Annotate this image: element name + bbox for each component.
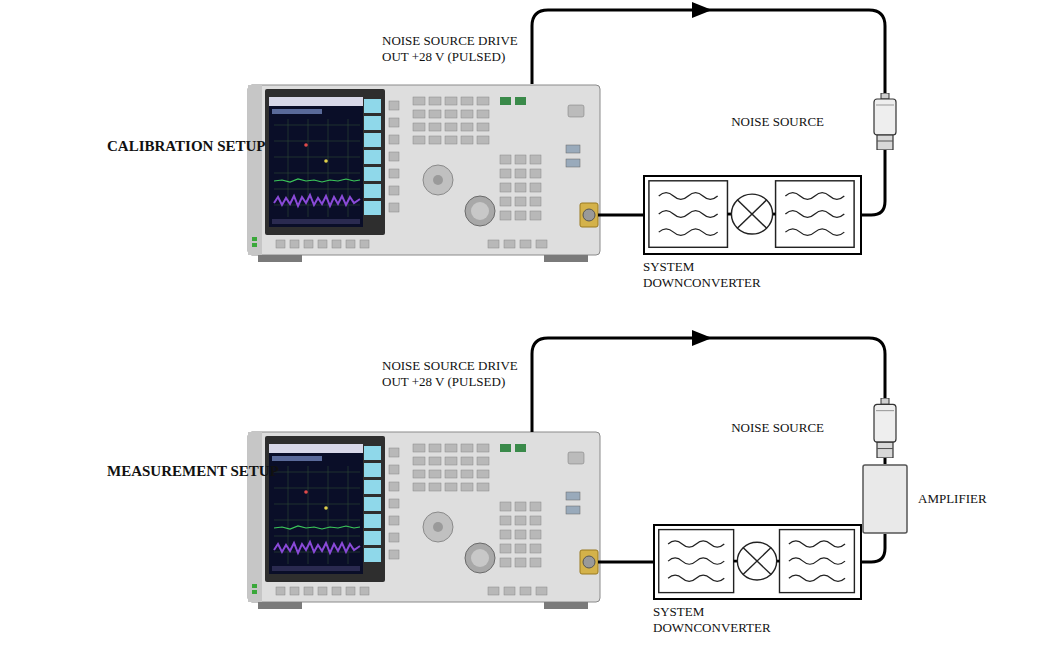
downconverter-box: SYSTEM DOWNCONVERTER <box>653 524 862 600</box>
downconverter-box: SYSTEM DOWNCONVERTER <box>643 175 862 255</box>
noise-source-symbol <box>881 93 889 99</box>
node-label: NOISE SOURCE <box>731 420 824 436</box>
drive-cable <box>532 338 885 432</box>
noise-source-symbol <box>877 442 893 458</box>
mixer-symbol <box>737 200 766 229</box>
downconverter-symbol <box>645 177 860 253</box>
port-label: NOISE SOURCE DRIVE OUT +28 V (PULSED) <box>382 358 522 391</box>
filter-symbol <box>785 193 844 200</box>
signal-analyzer <box>248 85 600 262</box>
noise-source-symbol <box>877 141 893 142</box>
signal-analyzer <box>248 432 600 609</box>
noise-source-symbol <box>872 93 898 150</box>
amplifier-symbol <box>862 464 908 534</box>
rf-cable <box>598 214 644 217</box>
drive-cable <box>532 10 885 93</box>
setup-title: CALIBRATION SETUP <box>107 137 266 156</box>
cable-connector <box>862 534 885 562</box>
filter-symbol <box>779 530 854 593</box>
cable-connector <box>862 150 885 215</box>
node-label: SYSTEM DOWNCONVERTER <box>643 259 783 290</box>
mixer-symbol <box>743 548 771 575</box>
noise-source-symbol <box>872 398 898 458</box>
noise-source-symbol <box>881 398 889 404</box>
mixer-symbol <box>737 542 776 580</box>
filter-symbol <box>659 229 718 236</box>
rf-cable <box>598 561 654 564</box>
noise-source: NOISE SOURCE <box>872 398 898 458</box>
flow-arrow <box>692 330 712 346</box>
node-label: NOISE SOURCE <box>731 114 824 130</box>
noise-source-symbol <box>877 135 893 150</box>
filter-symbol <box>668 541 724 547</box>
node-label: AMPLIFIER <box>918 491 987 507</box>
filter-symbol <box>785 211 844 218</box>
port-label: NOISE SOURCE DRIVE OUT +28 V (PULSED) <box>382 33 522 66</box>
filter-symbol <box>789 558 845 564</box>
mixer-symbol <box>731 194 772 234</box>
drive-cable <box>532 10 885 432</box>
setup-title: MEASUREMENT SETUP <box>107 462 279 481</box>
flow-arrow <box>692 2 712 346</box>
filter-symbol <box>789 575 845 581</box>
amplifier-symbol <box>863 465 907 533</box>
filter-symbol <box>659 211 718 218</box>
downconverter-symbol <box>655 526 860 598</box>
filter-symbol <box>776 181 855 248</box>
cable-connector <box>862 534 885 562</box>
flow-arrow <box>692 2 712 18</box>
filter-symbol <box>649 181 728 248</box>
filter-symbol <box>785 229 844 236</box>
filter-symbol <box>659 193 718 200</box>
cable-connector <box>885 458 886 464</box>
noise-source-symbol <box>874 404 896 442</box>
cable-connector <box>862 150 885 215</box>
amplifier: AMPLIFIER <box>862 464 908 534</box>
filter-symbol <box>668 558 724 564</box>
filter-symbol <box>789 541 845 547</box>
noise-source: NOISE SOURCE <box>872 93 898 150</box>
node-label: SYSTEM DOWNCONVERTER <box>653 604 793 635</box>
noise-source-symbol <box>874 99 896 135</box>
noise-source-symbol <box>877 448 893 449</box>
cable-connector <box>884 458 887 464</box>
noise-source-symbol <box>876 410 894 411</box>
noise-source-symbol <box>876 105 894 106</box>
filter-symbol <box>668 575 724 581</box>
filter-symbol <box>659 530 734 593</box>
mixer-symbol <box>737 200 766 229</box>
mixer-symbol <box>743 548 771 575</box>
